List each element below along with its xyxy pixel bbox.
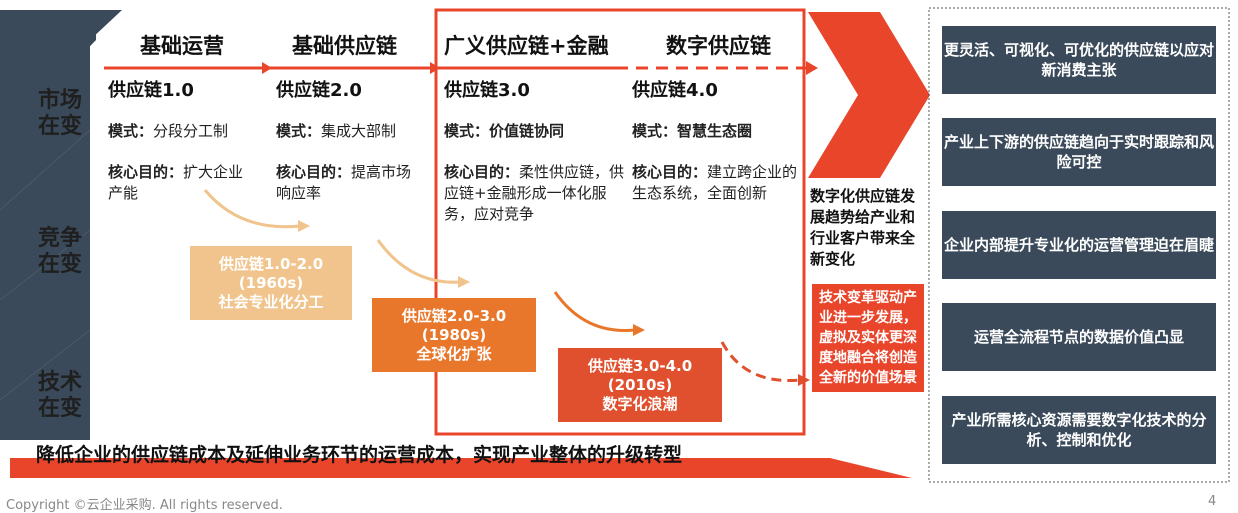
tech-change-box: 技术变革驱动产业进一步发展，虚拟及实体更深度地融合将创造全新的价值场景 xyxy=(812,284,924,392)
curve-arrow-2 xyxy=(376,239,461,284)
era-range: 供应链3.0-4.0 xyxy=(587,356,693,375)
chain-version-4: 供应链4.0 xyxy=(632,80,718,101)
mode-label: 模式： xyxy=(632,122,678,140)
curve-arrow-3-head xyxy=(633,324,645,336)
goal-3: 核心目的：柔性供应链，供应链+金融形成一体化服务，应对竞争 xyxy=(444,162,630,225)
left-chevron-b xyxy=(0,130,90,300)
era-box-3: 供应链3.0-4.0 (2010s) 数字化浪潮 xyxy=(558,348,722,422)
curve-arrow-1 xyxy=(203,189,301,229)
copyright: Copyright ©云企业采购. All rights reserved. xyxy=(6,498,283,513)
curve-arrow-2-head xyxy=(458,276,470,288)
conclusion-text: 降低企业的供应链成本及延伸业务环节的运营成本，实现产业整体的升级转型 xyxy=(36,444,683,466)
mode-value: 价值链协同 xyxy=(489,122,565,140)
mode-value: 智慧生态圈 xyxy=(677,122,753,140)
stage-title-1: 基础运营 xyxy=(140,34,224,58)
right-item-4: 运营全流程节点的数据价值凸显 xyxy=(942,303,1216,371)
era-label: 全球化扩张 xyxy=(416,344,492,363)
mode-3: 模式：价值链协同 xyxy=(444,120,564,141)
timeline-arrow-end xyxy=(806,61,818,75)
curve-arrow-1-head xyxy=(298,220,310,232)
bottom-arrow xyxy=(10,458,912,478)
era-range: 供应链1.0-2.0 xyxy=(218,254,324,273)
goal-value: 柔性供应链，供应链+金融形成一体化服务，应对竞争 xyxy=(444,163,625,223)
left-arrow-head xyxy=(90,10,122,40)
mode-label: 模式： xyxy=(276,122,322,140)
mode-value: 集成大部制 xyxy=(321,122,397,140)
goal-2: 核心目的：提高市场响应率 xyxy=(276,162,424,204)
stage-title-2: 基础供应链 xyxy=(292,34,397,58)
right-dotted-frame xyxy=(928,7,1230,483)
left-chevron-a xyxy=(0,30,90,210)
goal-label: 核心目的： xyxy=(108,163,184,181)
timeline-arrow-1 xyxy=(262,62,272,74)
big-red-chevron xyxy=(808,12,930,178)
mode-label: 模式： xyxy=(108,122,154,140)
goal-1: 核心目的：扩大企业产能 xyxy=(108,162,254,204)
left-chevron-d xyxy=(0,330,90,440)
era-range: 供应链2.0-3.0 xyxy=(401,306,507,325)
curve-arrow-4-head xyxy=(798,374,810,386)
chain-version-1: 供应链1.0 xyxy=(108,80,194,101)
left-label-market: 市场 在变 xyxy=(38,88,83,139)
focus-frame xyxy=(434,8,806,436)
curve-arrow-3 xyxy=(553,291,636,333)
era-decade: (2010s) xyxy=(607,375,673,394)
left-label-technology: 技术 在变 xyxy=(38,370,83,421)
right-item-1: 更灵活、可视化、可优化的供应链以应对新消费主张 xyxy=(942,26,1216,94)
chain-version-3: 供应链3.0 xyxy=(444,80,530,101)
era-box-1: 供应链1.0-2.0 (1960s) 社会专业化分工 xyxy=(190,246,352,320)
mode-4: 模式：智慧生态圈 xyxy=(632,120,752,141)
era-decade: (1960s) xyxy=(238,273,304,292)
goal-label: 核心目的： xyxy=(632,163,708,181)
goal-4: 核心目的：建立跨企业的生态系统，全面创新 xyxy=(632,162,798,204)
goal-label: 核心目的： xyxy=(276,163,352,181)
goal-value: 扩大企业产能 xyxy=(108,163,244,202)
goal-value: 建立跨企业的生态系统，全面创新 xyxy=(632,163,798,202)
stage-title-3: 广义供应链+金融 xyxy=(444,34,609,58)
chain-version-2: 供应链2.0 xyxy=(276,80,362,101)
stage-title-4: 数字供应链 xyxy=(666,34,771,58)
curve-arrow-4 xyxy=(720,341,801,383)
mode-2: 模式：集成大部制 xyxy=(276,120,396,141)
trend-text: 数字化供应链发展趋势给产业和行业客户带来全新变化 xyxy=(810,187,916,268)
mode-value: 分段分工制 xyxy=(153,122,229,140)
right-item-5: 产业所需核心资源需要数字化技术的分析、控制和优化 xyxy=(942,396,1216,464)
era-box-2: 供应链2.0-3.0 (1980s) 全球化扩张 xyxy=(372,298,536,372)
era-label: 社会专业化分工 xyxy=(218,292,324,311)
mode-1: 模式：分段分工制 xyxy=(108,120,228,141)
mode-label: 模式： xyxy=(444,122,490,140)
era-decade: (1980s) xyxy=(421,325,487,344)
left-label-competition: 竞争 在变 xyxy=(38,226,83,277)
era-label: 数字化浪潮 xyxy=(602,394,678,413)
left-chevron-c xyxy=(0,230,90,400)
goal-label: 核心目的： xyxy=(444,163,520,181)
right-item-2: 产业上下游的供应链趋向于实时跟踪和风险可控 xyxy=(942,118,1216,186)
goal-value: 提高市场响应率 xyxy=(276,163,412,202)
page-number: 4 xyxy=(1208,494,1217,509)
right-item-3: 企业内部提升专业化的运营管理迫在眉睫 xyxy=(942,211,1216,279)
